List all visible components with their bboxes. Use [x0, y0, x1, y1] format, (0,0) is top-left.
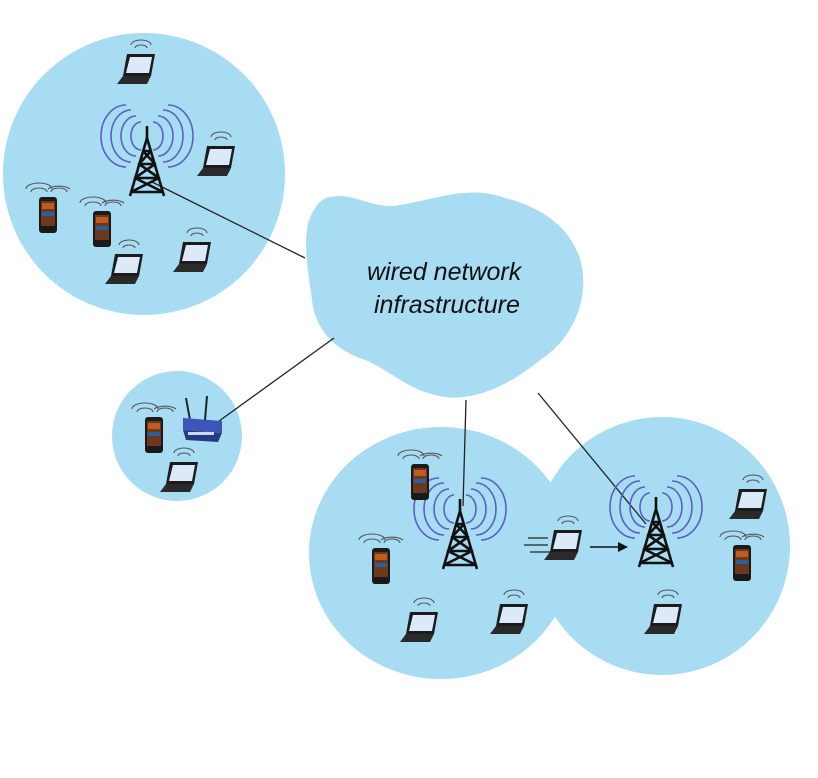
wired-links: [151, 181, 647, 525]
wired-network-cloud: [306, 192, 584, 398]
cloud-label-line2: infrastructure: [374, 291, 520, 319]
motion-lines-icon: [524, 537, 550, 553]
wifi-router-icon: [183, 395, 222, 442]
arrow-right-icon: [590, 542, 628, 552]
cloud-label-line1: wired network: [367, 258, 522, 286]
cell-top-left: [3, 33, 285, 315]
cell-bottom-center: [309, 427, 573, 679]
